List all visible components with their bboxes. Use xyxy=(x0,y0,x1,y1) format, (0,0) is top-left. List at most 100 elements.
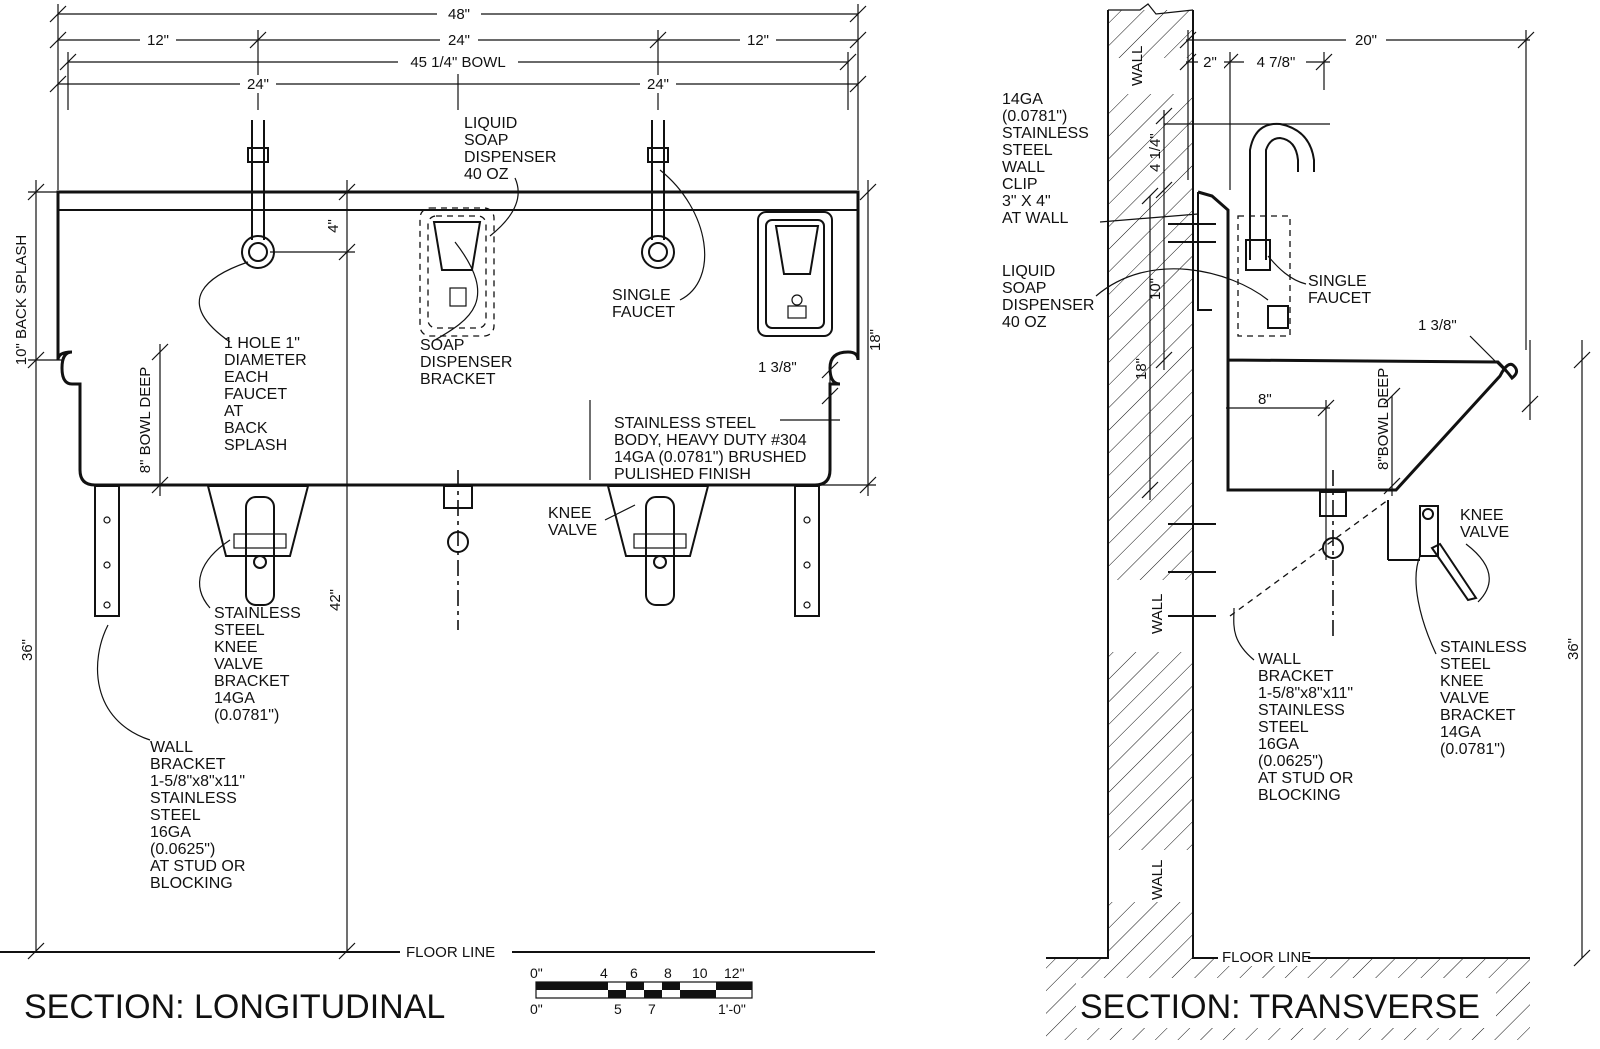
soap-dispenser-solid xyxy=(757,211,833,337)
svg-text:16GA: 16GA xyxy=(1258,736,1299,753)
dim-faucet-right: 24" xyxy=(647,76,669,93)
vertical-dimensions: 10" BACK SPLASH 36" 8" BOWL DEEP 4" 42" … xyxy=(13,180,884,960)
svg-text:VALVE: VALVE xyxy=(1440,690,1489,707)
svg-text:14GA: 14GA xyxy=(1002,91,1043,108)
scale-top-12: 12" xyxy=(724,965,745,981)
svg-text:LIQUID: LIQUID xyxy=(1002,263,1055,280)
svg-text:WALL: WALL xyxy=(1258,651,1301,668)
svg-text:(0.0781"): (0.0781") xyxy=(1002,108,1067,125)
svg-text:DIAMETER: DIAMETER xyxy=(224,352,307,369)
label-wall-clip: 14GA (0.0781") STAINLESS STEEL WALL CLIP… xyxy=(1002,91,1089,227)
dim-18: 18" xyxy=(867,329,884,351)
svg-text:DISPENSER: DISPENSER xyxy=(1002,297,1094,314)
label-body: STAINLESS STEEL BODY, HEAVY DUTY #304 14… xyxy=(614,415,807,483)
svg-text:DISPENSER: DISPENSER xyxy=(464,149,556,166)
svg-text:STAINLESS: STAINLESS xyxy=(150,790,237,807)
svg-text:STEEL: STEEL xyxy=(1440,656,1491,673)
svg-text:BLOCKING: BLOCKING xyxy=(1258,787,1341,804)
svg-text:DISPENSER: DISPENSER xyxy=(420,354,512,371)
dim-rim: 1 3/8" xyxy=(758,359,797,376)
svg-text:LIQUID: LIQUID xyxy=(464,115,517,132)
knee-valve-right xyxy=(606,485,710,606)
svg-text:VALVE: VALVE xyxy=(1460,524,1509,541)
svg-text:STAINLESS: STAINLESS xyxy=(1002,125,1089,142)
svg-text:FAUCET: FAUCET xyxy=(612,304,675,321)
sink-body xyxy=(56,120,860,630)
svg-text:SOAP: SOAP xyxy=(464,132,508,149)
svg-text:14GA: 14GA xyxy=(214,690,255,707)
svg-text:16GA: 16GA xyxy=(150,824,191,841)
scale-top-6: 6 xyxy=(630,965,638,981)
svg-text:BODY, HEAVY DUTY #304: BODY, HEAVY DUTY #304 xyxy=(614,432,807,449)
svg-text:STAINLESS STEEL: STAINLESS STEEL xyxy=(614,415,756,432)
wall-screws xyxy=(1168,223,1216,617)
dim-36-left: 36" xyxy=(19,639,36,661)
label-single-faucet: SINGLE FAUCET xyxy=(612,287,675,321)
scale-bottom-7: 7 xyxy=(648,1001,656,1017)
svg-text:KNEE: KNEE xyxy=(1460,507,1504,524)
label-soap-bracket: SOAP DISPENSER BRACKET xyxy=(420,337,512,388)
svg-text:STEEL: STEEL xyxy=(1258,719,1309,736)
dim-four78: 4 7/8" xyxy=(1257,54,1296,71)
dim-36-right: 36" xyxy=(1565,638,1582,660)
dim-ten: 10" xyxy=(1147,278,1164,300)
dim-bowl-deep-t: 8"BOWL DEEP xyxy=(1375,368,1392,470)
svg-text:(0.0625"): (0.0625") xyxy=(1258,753,1323,770)
longitudinal-section: 48" 12" 24" 12" 45 1/4" BOWL 24" 24" xyxy=(0,4,884,1026)
svg-text:BLOCKING: BLOCKING xyxy=(150,875,233,892)
svg-text:STEEL: STEEL xyxy=(1002,142,1053,159)
scale-bottom-5: 5 xyxy=(614,1001,622,1017)
svg-text:AT STUD OR: AT STUD OR xyxy=(150,858,245,875)
dim-backsplash: 10" BACK SPLASH xyxy=(13,235,30,365)
svg-text:SOAP: SOAP xyxy=(1002,280,1046,297)
label-hole: 1 HOLE 1" DIAMETER EACH FAUCET AT BACK S… xyxy=(224,335,307,454)
scale-top-10: 10 xyxy=(692,965,708,981)
title-longitudinal: SECTION: LONGITUDINAL xyxy=(24,988,445,1026)
wall-label-mid: WALL xyxy=(1149,594,1166,634)
floor-label-longitudinal: FLOOR LINE xyxy=(406,944,495,961)
wall-label-top: WALL xyxy=(1129,46,1146,86)
svg-text:CLIP: CLIP xyxy=(1002,176,1038,193)
svg-text:FAUCET: FAUCET xyxy=(1308,290,1371,307)
svg-text:14GA: 14GA xyxy=(1440,724,1481,741)
svg-text:STEEL: STEEL xyxy=(150,807,201,824)
label-single-faucet-t: SINGLE FAUCET xyxy=(1308,273,1371,307)
svg-text:(0.0625"): (0.0625") xyxy=(150,841,215,858)
svg-text:(0.0781"): (0.0781") xyxy=(1440,741,1505,758)
svg-text:SINGLE: SINGLE xyxy=(612,287,671,304)
top-dimensions: 48" 12" 24" 12" 45 1/4" BOWL 24" 24" xyxy=(49,4,867,190)
svg-text:STAINLESS: STAINLESS xyxy=(214,605,301,622)
svg-text:KNEE: KNEE xyxy=(1440,673,1484,690)
dim-right-12: 12" xyxy=(747,32,769,49)
soap-dispenser-dashed xyxy=(419,207,495,337)
svg-text:1 HOLE 1": 1 HOLE 1" xyxy=(224,335,300,352)
svg-text:VALVE: VALVE xyxy=(548,522,597,539)
svg-text:1-5/8"x8"x11": 1-5/8"x8"x11" xyxy=(150,773,245,790)
svg-text:BRACKET: BRACKET xyxy=(1258,668,1334,685)
svg-text:SINGLE: SINGLE xyxy=(1308,273,1367,290)
dim-42: 42" xyxy=(327,589,344,611)
dim-twenty: 20" xyxy=(1355,32,1377,49)
scale-bottom-0: 0" xyxy=(530,1001,543,1017)
drain-centerline xyxy=(443,470,473,630)
dim-eighteen-t: 18" xyxy=(1133,358,1150,380)
label-wall-bracket-t: WALL BRACKET 1-5/8"x8"x11" STAINLESS STE… xyxy=(1258,651,1353,804)
svg-text:(0.0781"): (0.0781") xyxy=(214,707,279,724)
label-wall-bracket: WALL BRACKET 1-5/8"x8"x11" STAINLESS STE… xyxy=(150,739,245,892)
svg-text:AT WALL: AT WALL xyxy=(1002,210,1068,227)
knee-valve-t xyxy=(1387,500,1478,602)
svg-text:BRACKET: BRACKET xyxy=(1440,707,1516,724)
svg-text:SPLASH: SPLASH xyxy=(224,437,287,454)
svg-text:3" X 4": 3" X 4" xyxy=(1002,193,1051,210)
floor-label-transverse: FLOOR LINE xyxy=(1222,949,1311,966)
dim-center-24: 24" xyxy=(448,32,470,49)
label-liquid-soap-t: LIQUID SOAP DISPENSER 40 OZ xyxy=(1002,263,1094,331)
title-transverse: SECTION: TRANSVERSE xyxy=(1080,988,1480,1026)
svg-text:FAUCET: FAUCET xyxy=(224,386,287,403)
dim-four: 4" xyxy=(325,219,342,233)
scale-top-8: 8 xyxy=(664,965,672,981)
wall-bracket-leg-right xyxy=(794,485,820,617)
dim-rim-t: 1 3/8" xyxy=(1418,317,1457,334)
svg-text:AT STUD OR: AT STUD OR xyxy=(1258,770,1353,787)
svg-text:STAINLESS: STAINLESS xyxy=(1258,702,1345,719)
